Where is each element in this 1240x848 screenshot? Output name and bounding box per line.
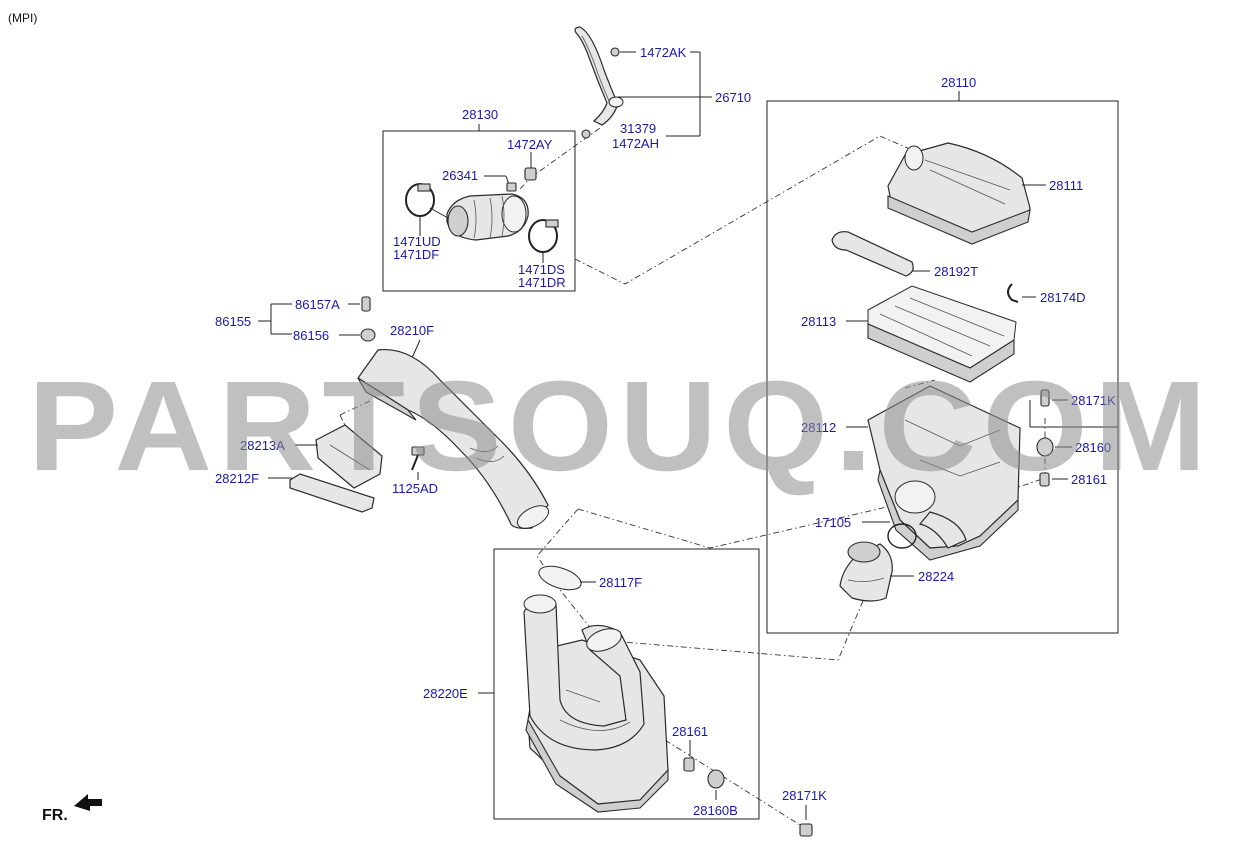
label-28171k-right: 28171K [1071,393,1116,408]
label-1472ak: 1472AK [640,45,687,60]
ring-28117f [538,565,582,591]
label-28110: 28110 [941,75,976,90]
air-cleaner-cover-28111 [887,142,1031,245]
label-28117f: 28117F [599,575,642,590]
filter-element-28113 [867,285,1017,383]
clamp-right [528,219,559,253]
label-28224: 28224 [918,569,954,584]
intake-duct-28210f [357,348,550,529]
label-28161-lower: 28161 [672,724,708,739]
label-1472ah: 1472AH [612,136,659,151]
label-31379: 31379 [620,121,656,136]
bolt-1125ad [411,446,425,471]
air-cleaner-body-28112 [867,385,1021,561]
front-arrow-icon [74,794,102,811]
label-28212f: 28212F [215,471,259,486]
label-17105: 17105 [815,515,851,530]
label-28112: 28112 [801,420,836,435]
label-26341: 26341 [442,168,478,183]
label-86156: 86156 [293,328,329,343]
resonator-28130 [446,193,529,241]
label-1471ud: 1471UD [393,234,441,249]
label-86157a: 86157A [295,297,340,312]
label-28113: 28113 [801,314,836,329]
resonator-box-28220e [523,594,669,813]
group-frame-28110 [766,100,1119,634]
label-28210f: 28210F [390,323,434,338]
label-26710: 26710 [715,90,751,105]
hose-26710 [574,26,624,139]
label-28174d: 28174D [1040,290,1086,305]
label-86155: 86155 [215,314,251,329]
variant-label: (MPI) [8,11,37,25]
label-1472ay: 1472AY [507,137,553,152]
label-28213a: 28213A [240,438,285,453]
label-28161-right: 28161 [1071,472,1107,487]
label-1471df: 1471DF [393,247,439,262]
label-28160: 28160 [1075,440,1111,455]
bracket-28212f [289,473,375,513]
label-28220e: 28220E [423,686,468,701]
label-28192t: 28192T [934,264,978,279]
label-28160b: 28160B [693,803,738,818]
label-1471dr: 1471DR [518,275,566,290]
duct-28224 [839,541,893,602]
front-direction-label: FR. [42,807,68,824]
label-1125ad: 1125AD [392,481,438,496]
label-28130: 28130 [462,107,498,122]
label-28111: 28111 [1049,178,1083,193]
watermark-text: PARTSOUQ.COM [28,355,1213,498]
label-28171k-lower: 28171K [782,788,827,803]
label-1471ds: 1471DS [518,262,565,277]
bracket-28213a [315,424,383,489]
group-frame-28220e [493,548,760,820]
hose-28192t [831,231,914,277]
clamp-left [405,183,435,217]
